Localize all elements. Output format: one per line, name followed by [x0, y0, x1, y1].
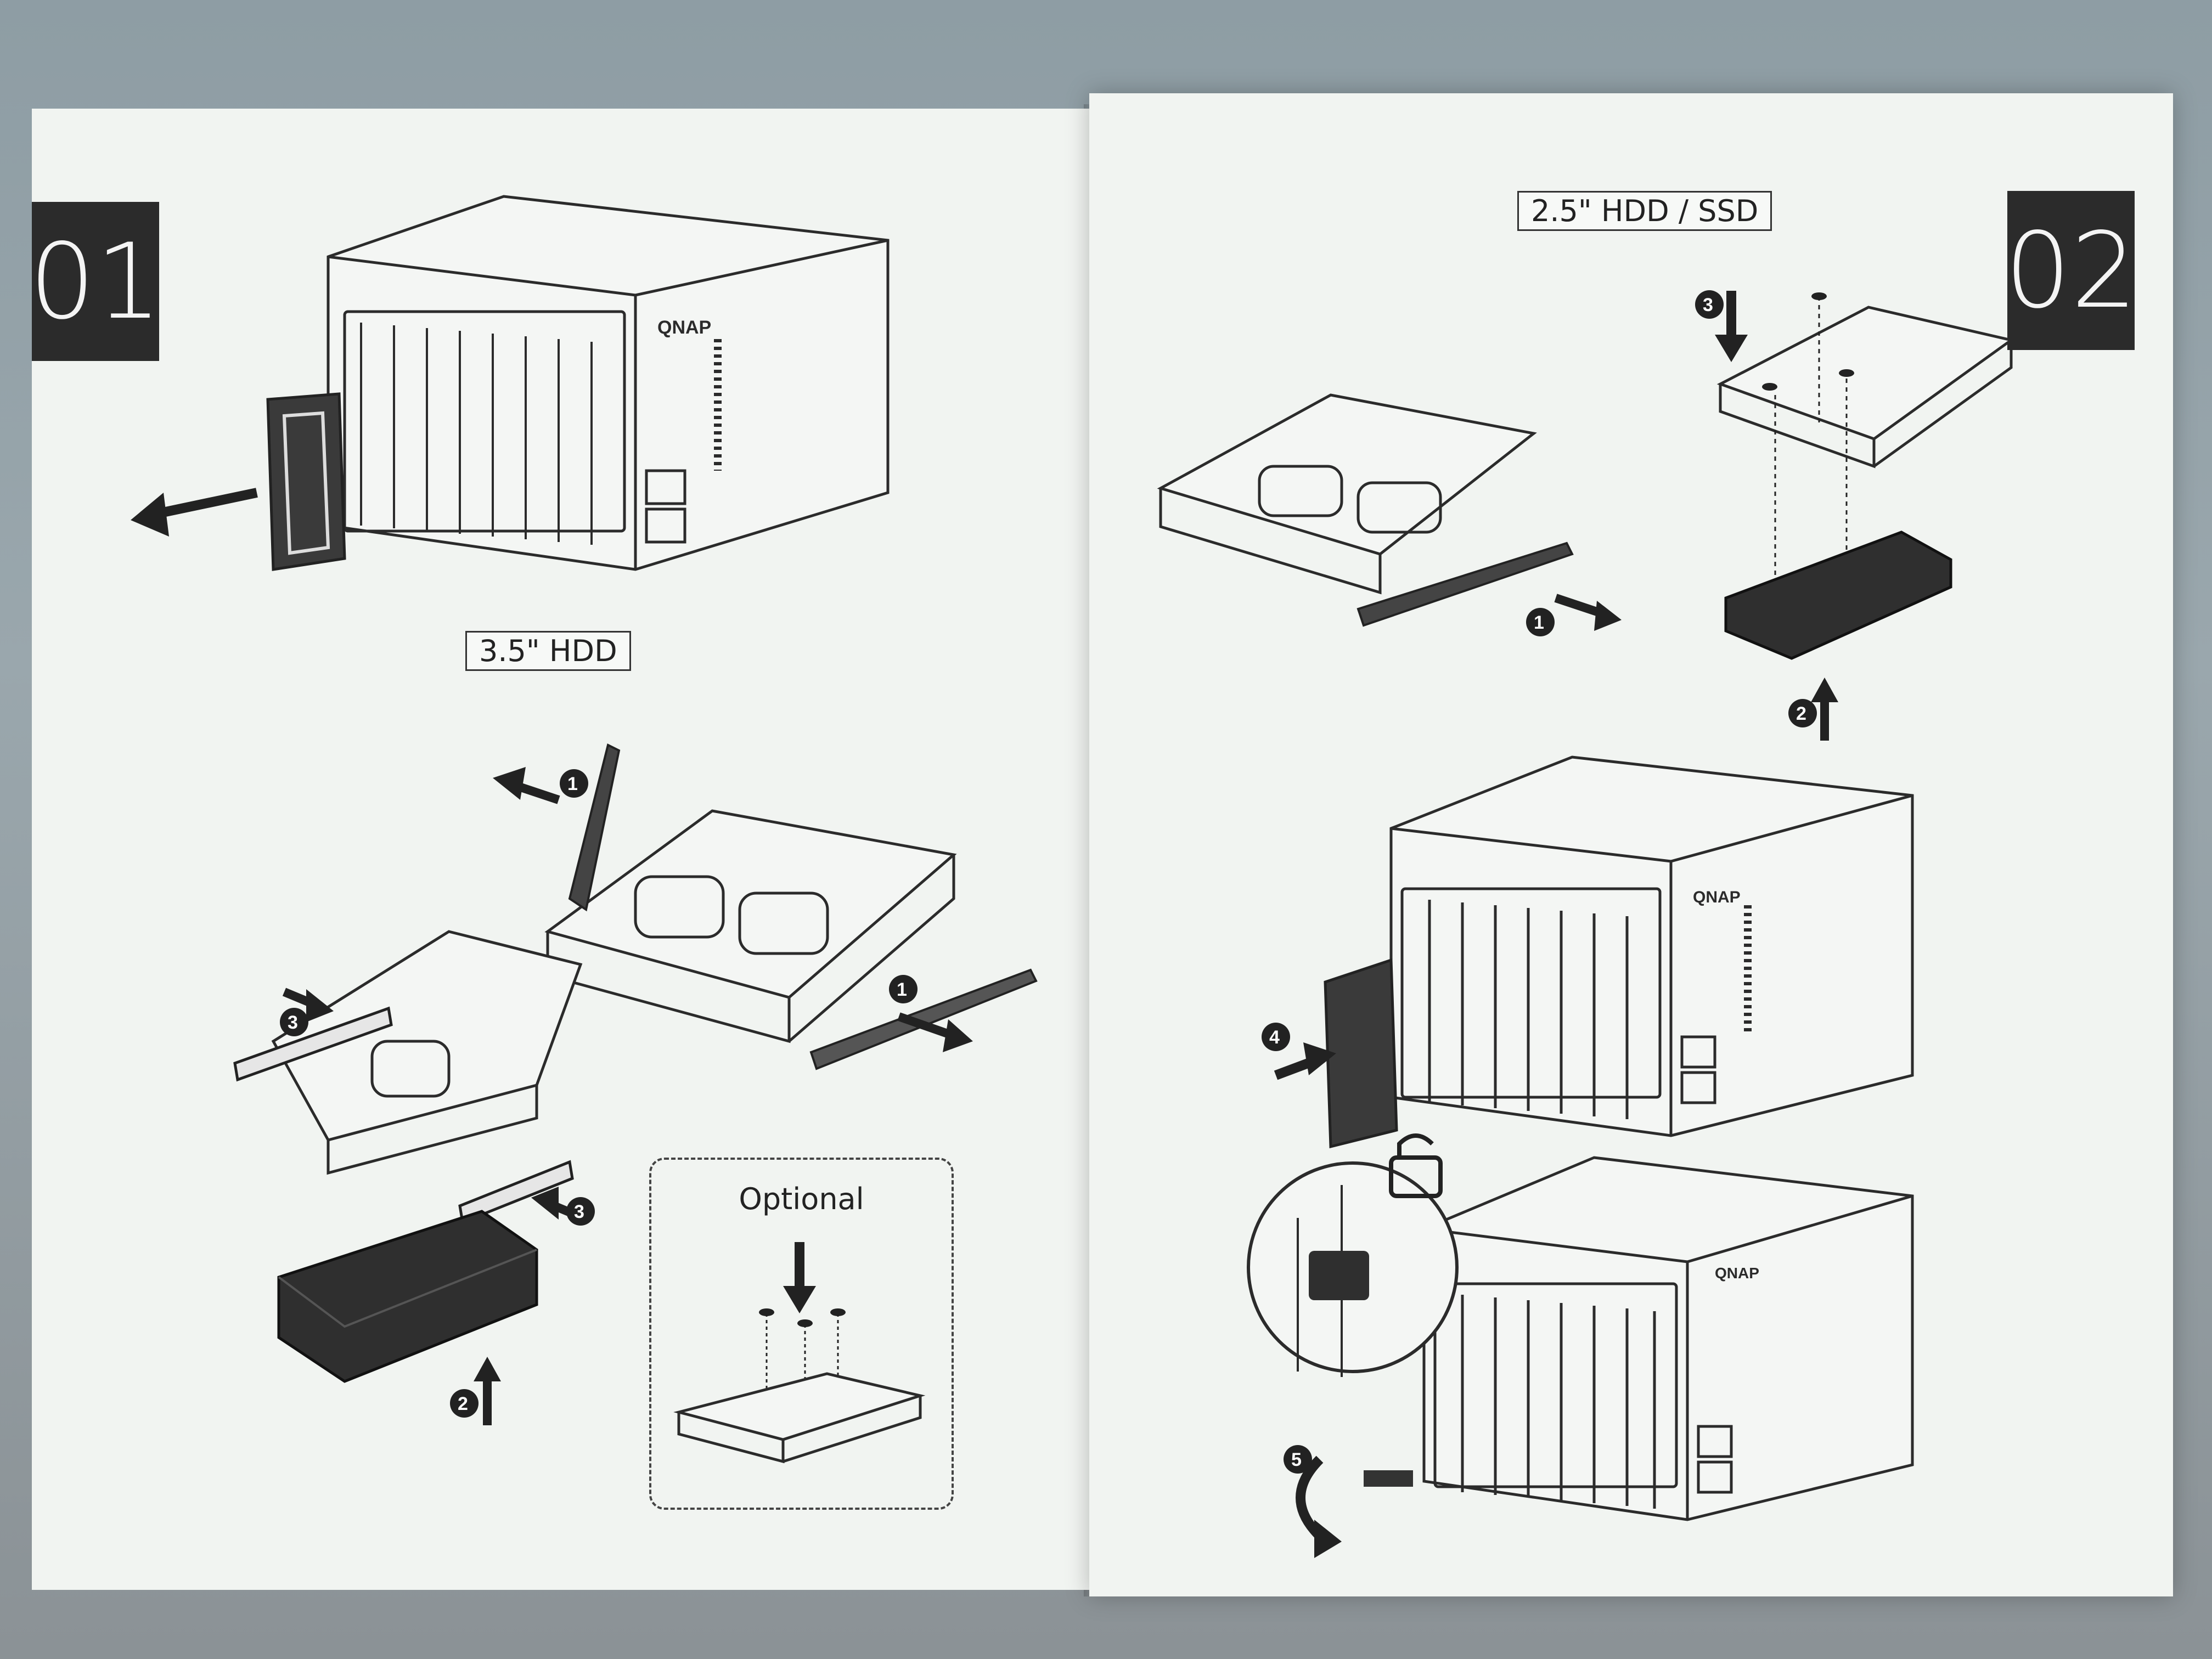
- unlock-icon: [1389, 1133, 1443, 1198]
- screw-icon: [1762, 383, 1777, 391]
- ssd-25-label: 2.5" HDD / SSD: [1517, 191, 1772, 231]
- step-number: 5: [1291, 1449, 1302, 1470]
- screw-icon: [759, 1308, 774, 1316]
- step-number: 4: [1269, 1027, 1280, 1048]
- tray-rails-illustration: 1 1: [493, 743, 1038, 1070]
- nas-insert-illustration: QNAP 4: [1262, 755, 1914, 1149]
- step-number: 1: [567, 774, 578, 794]
- brand-logo: QNAP: [1715, 1265, 1759, 1282]
- nas-illustration-top: QNAP: [131, 195, 890, 571]
- page-right: 02 2.5" HDD / SSD 1 3: [1089, 93, 2173, 1596]
- brand-logo: QNAP: [1693, 888, 1741, 906]
- step-number: 1: [1534, 612, 1544, 633]
- optional-label: Optional: [739, 1182, 864, 1216]
- page-left: 01 QNAP 3.5" HDD: [32, 109, 1093, 1590]
- brand-logo: QNAP: [657, 317, 711, 338]
- screw-icon: [830, 1308, 846, 1316]
- step-number: 3: [288, 1012, 298, 1033]
- tray-rail-removed-illustration: 1: [1157, 393, 1622, 636]
- ssd-mount-illustration: 3 2: [1695, 290, 2014, 741]
- step-number: 3: [574, 1201, 584, 1222]
- step-badge-01: 01: [32, 202, 162, 361]
- screw-icon: [797, 1319, 813, 1327]
- nas-lock-illustration: QNAP 5: [1247, 1133, 1914, 1558]
- screw-icon: [1811, 292, 1827, 300]
- hdd-assembly-illustration: 3 3 2: [233, 930, 595, 1425]
- step-badge-02: 02: [2005, 191, 2137, 350]
- optional-section: Optional: [649, 1158, 954, 1510]
- key-icon: [1309, 1251, 1369, 1300]
- rotate-icon: [1296, 1455, 1324, 1540]
- step-number: 3: [1703, 295, 1713, 315]
- step-marker: [889, 975, 918, 1003]
- step-number: 1: [897, 979, 907, 1000]
- step-number: 2: [458, 1393, 468, 1414]
- screw-icon: [1839, 369, 1854, 377]
- hdd-35-label: 3.5" HDD: [465, 631, 631, 671]
- optional-screw-illustration: [673, 1242, 926, 1464]
- step-number: 2: [1796, 703, 1806, 724]
- step-marker: [560, 769, 588, 798]
